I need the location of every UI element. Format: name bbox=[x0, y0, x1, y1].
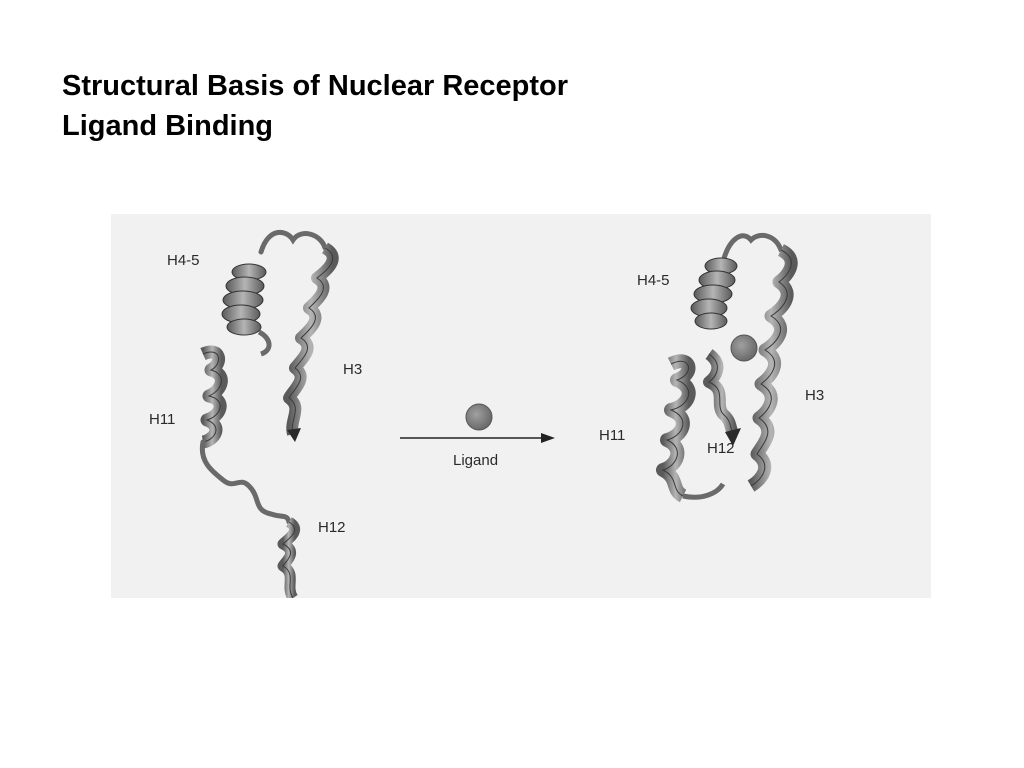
holo-label-h3: H3 bbox=[805, 387, 824, 404]
holo-helix-h45 bbox=[690, 257, 738, 330]
holo-label-h45: H4-5 bbox=[637, 272, 670, 289]
figure-canvas: H4-5 H3 H11 H12 Ligand bbox=[149, 230, 824, 598]
arrow-label-ligand: Ligand bbox=[453, 452, 498, 469]
holo-receptor-structure: H4-5 H3 H11 H12 bbox=[599, 232, 824, 503]
apo-receptor-structure: H4-5 H3 H11 H12 bbox=[149, 230, 362, 598]
holo-helix-h11 bbox=[656, 354, 726, 503]
apo-loop-top bbox=[258, 230, 328, 255]
slide-title: Structural Basis of Nuclear Receptor Lig… bbox=[62, 66, 568, 146]
apo-helix-h45 bbox=[221, 263, 272, 357]
ligand-binding-arrow-group: Ligand bbox=[400, 403, 555, 469]
holo-label-h11: H11 bbox=[599, 427, 625, 444]
holo-loop-top bbox=[720, 232, 784, 265]
slide-title-line-1: Structural Basis of Nuclear Receptor bbox=[62, 70, 569, 102]
holo-helix-h3 bbox=[747, 244, 798, 492]
apo-helix-h3 bbox=[283, 242, 339, 442]
binding-arrow-head bbox=[541, 433, 555, 443]
protein-structure-figure: H4-5 H3 H11 H12 Ligand bbox=[111, 214, 931, 598]
ligand-molecule bbox=[465, 403, 493, 431]
apo-label-h45: H4-5 bbox=[167, 252, 200, 269]
apo-label-h12: H12 bbox=[318, 519, 346, 536]
holo-helix-h12 bbox=[703, 349, 741, 446]
apo-label-h3: H3 bbox=[343, 361, 362, 378]
apo-helix-h12 bbox=[277, 517, 301, 598]
slide-title-line-2: Ligand Binding bbox=[62, 110, 274, 142]
apo-loop-h11-h12 bbox=[199, 439, 292, 525]
holo-label-h12: H12 bbox=[707, 440, 735, 457]
bound-ligand-molecule bbox=[730, 334, 758, 362]
apo-helix-h11 bbox=[200, 345, 228, 449]
apo-label-h11: H11 bbox=[149, 411, 175, 428]
